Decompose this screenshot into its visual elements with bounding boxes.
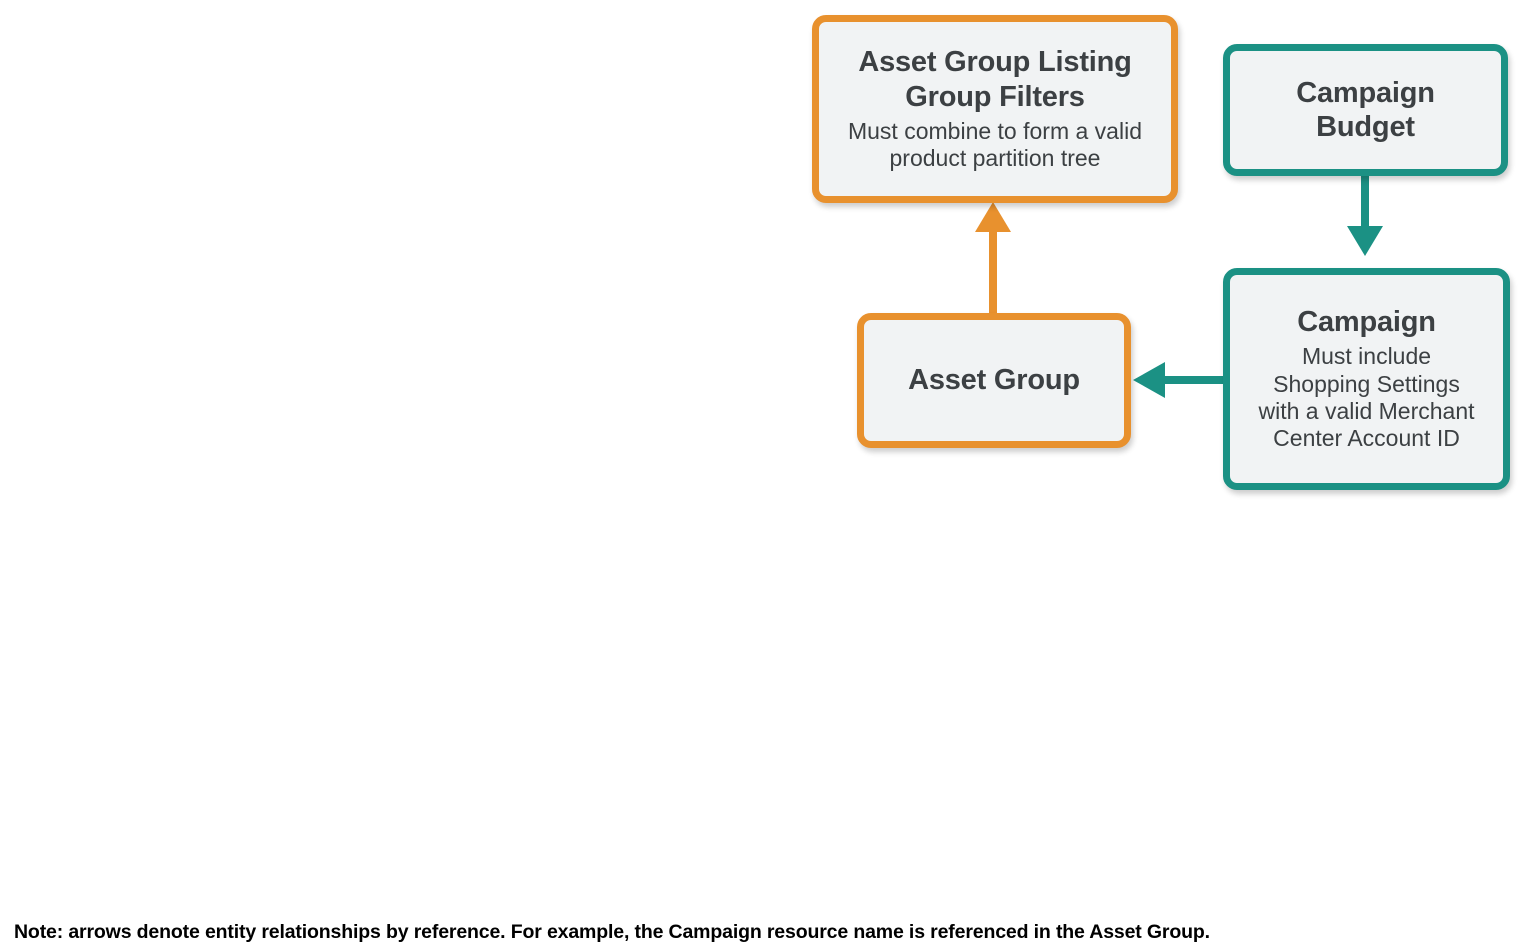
edge-campaign-to-asset-group-arrowhead (1133, 362, 1165, 398)
node-campaign[interactable]: Campaign Must include Shopping Settings … (1223, 268, 1510, 490)
node-asset-group-listing-group-filters[interactable]: Asset Group Listing Group Filters Must c… (812, 15, 1178, 203)
node-asset-group[interactable]: Asset Group (857, 313, 1131, 448)
node-campaign-budget[interactable]: Campaign Budget (1223, 44, 1508, 176)
edge-campaign-budget-to-campaign-arrowhead (1347, 226, 1383, 256)
edge-campaign-budget-to-campaign-line (1361, 174, 1369, 228)
diagram-note: Note: arrows denote entity relationships… (14, 921, 1210, 943)
node-title-campaign: Campaign (1297, 306, 1436, 339)
node-title-asset-group-listing-group-filters: Asset Group Listing Group Filters (858, 46, 1132, 113)
node-subtitle-asset-group-listing-group-filters: Must combine to form a valid product par… (847, 117, 1142, 172)
node-title-asset-group: Asset Group (908, 364, 1080, 397)
edge-asset-group-to-listing-group-filters-line (989, 230, 997, 325)
node-title-campaign-budget: Campaign Budget (1296, 76, 1435, 143)
node-subtitle-campaign: Must include Shopping Settings with a va… (1258, 343, 1475, 452)
edge-campaign-to-asset-group-line (1163, 376, 1227, 384)
edge-asset-group-to-listing-group-filters-arrowhead (975, 202, 1011, 232)
